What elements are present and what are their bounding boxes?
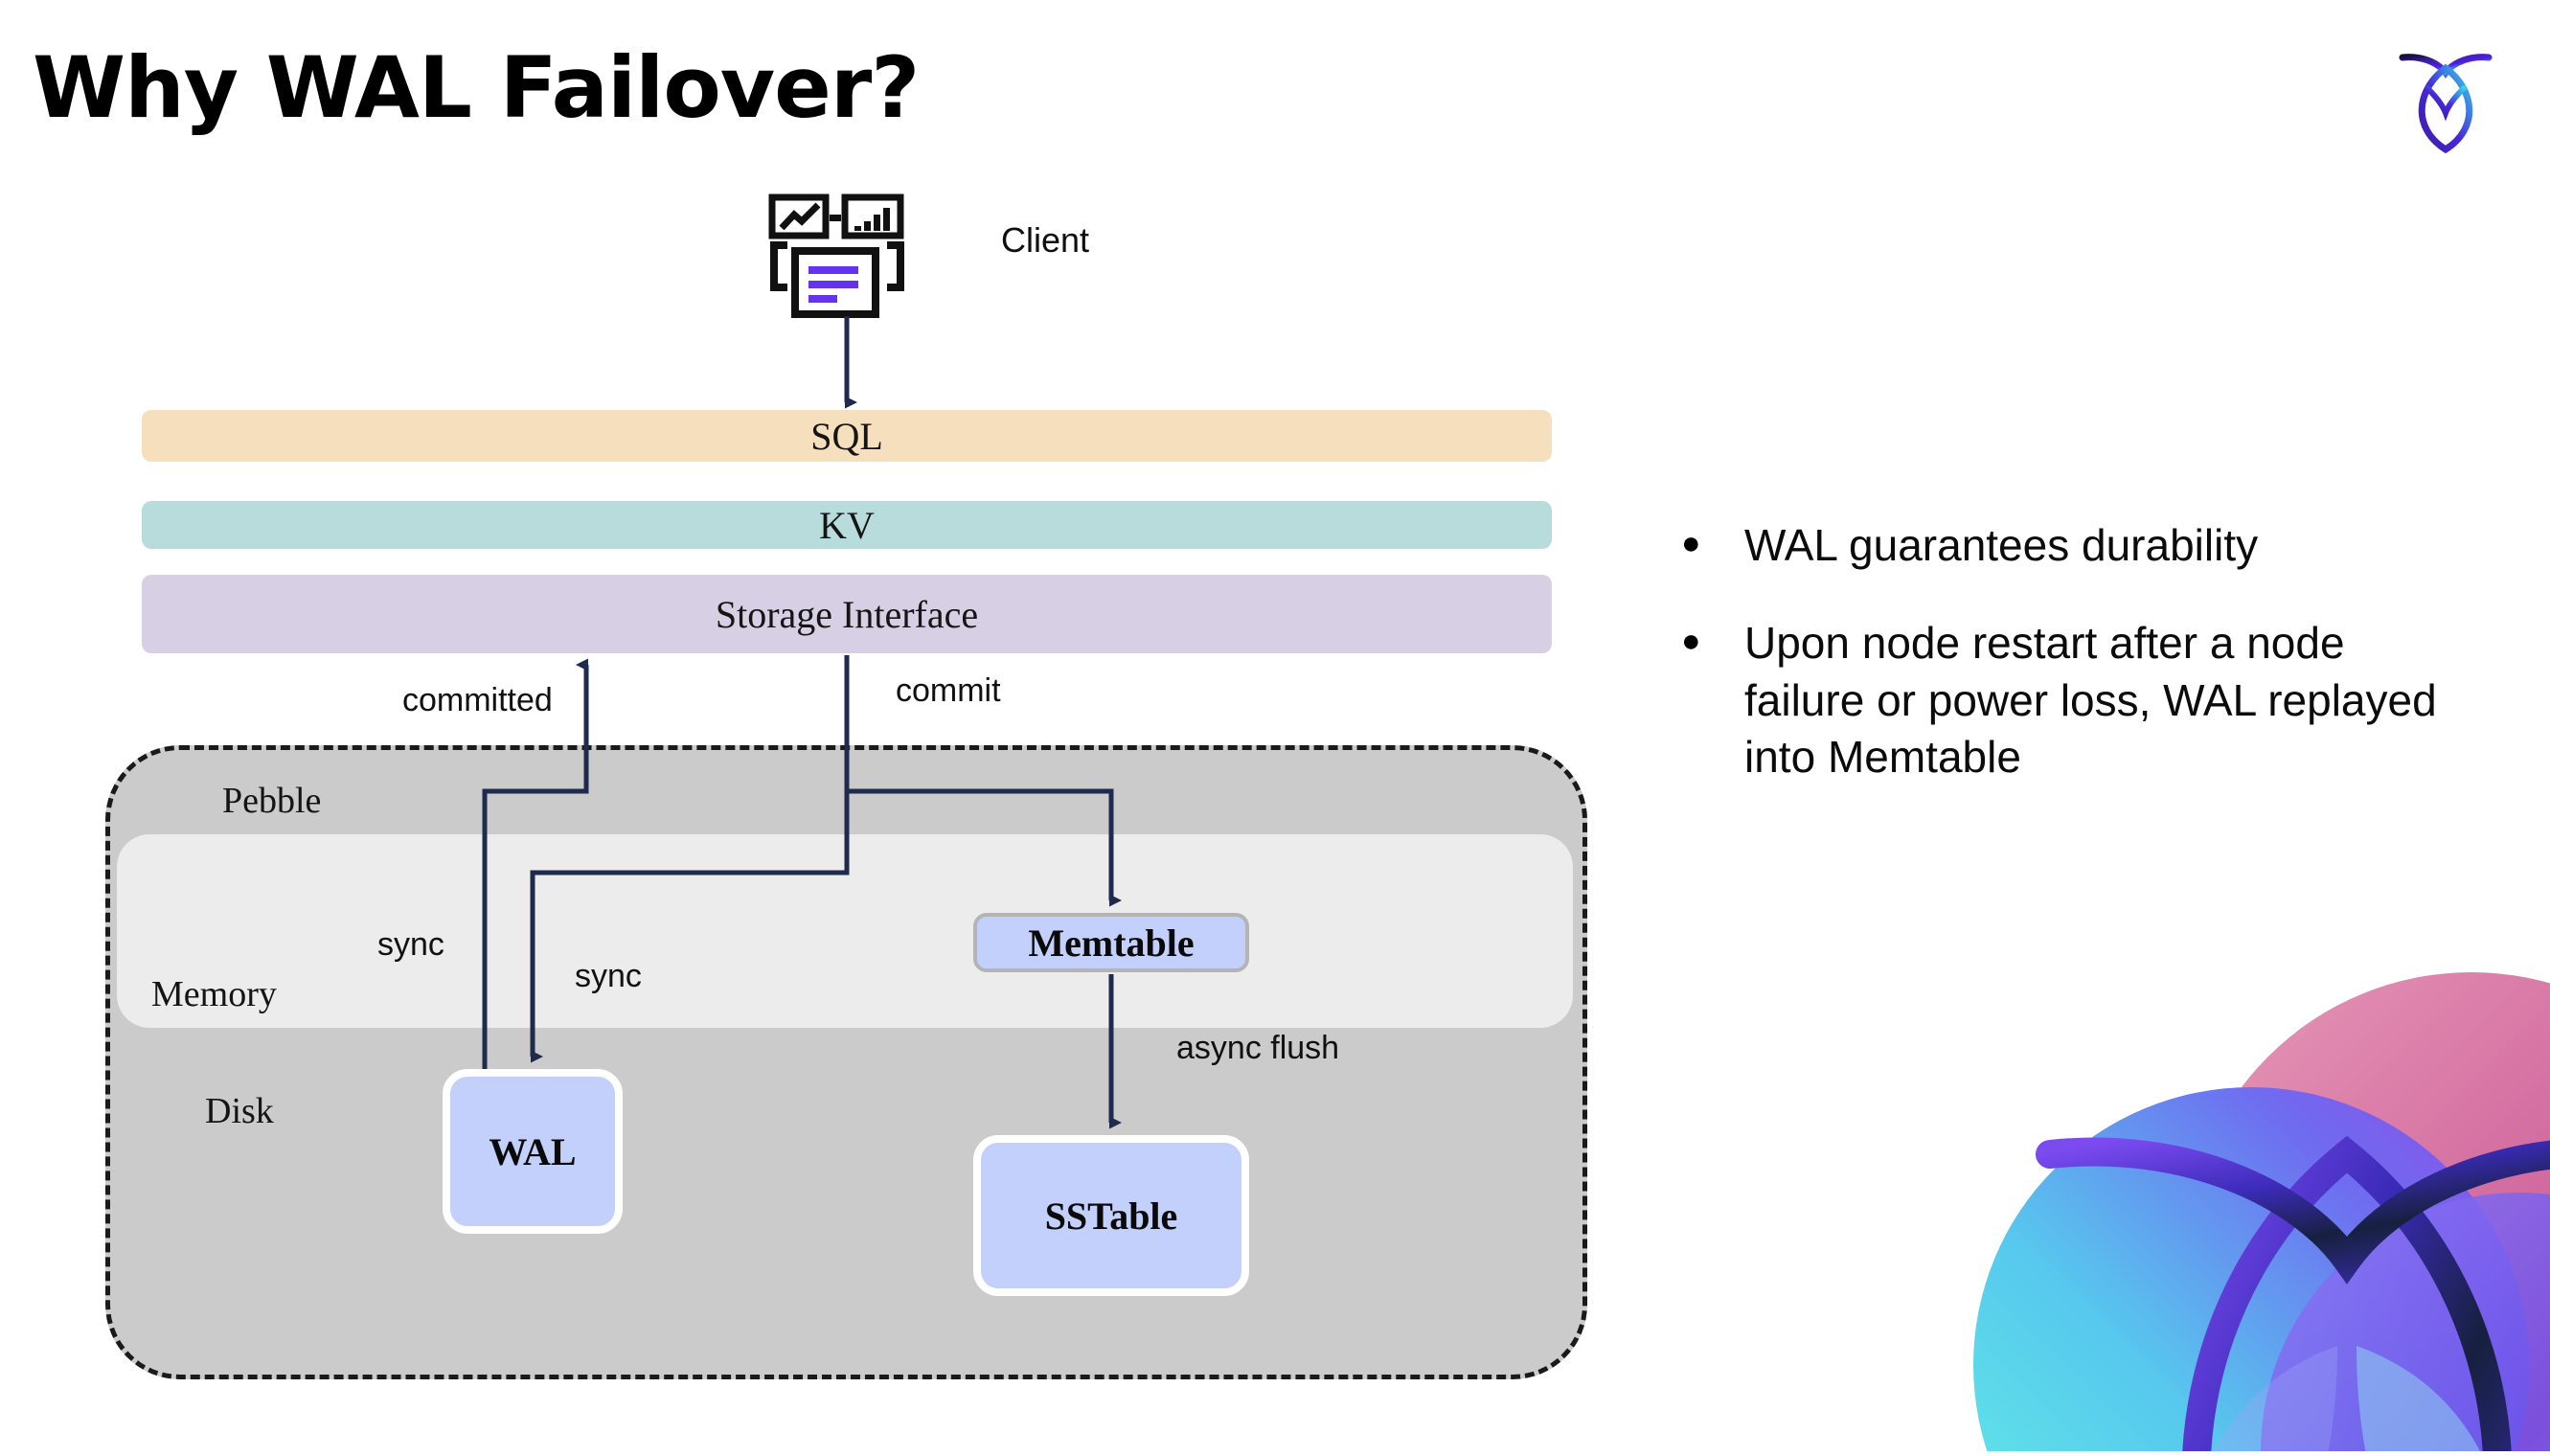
node-memtable[interactable]: Memtable	[973, 913, 1249, 972]
bullet-text: Upon node restart after a node failure o…	[1744, 617, 2437, 783]
layer-kv[interactable]: KV	[142, 501, 1552, 549]
disk-label: Disk	[205, 1091, 274, 1131]
memory-label: Memory	[151, 974, 277, 1014]
bullet-marker: ●	[1681, 525, 1701, 561]
page-title: Why WAL Failover?	[33, 38, 920, 137]
bullet-list: ● WAL guarantees durability ● Upon node …	[1681, 517, 2467, 827]
edge-label-sync-a: sync	[377, 926, 444, 963]
list-item: ● WAL guarantees durability	[1681, 517, 2467, 575]
edge-label-async-flush: async flush	[1176, 1030, 1340, 1066]
pebble-label: Pebble	[222, 781, 322, 821]
architecture-diagram: Client SQL KV Storage Interface Pebble M…	[105, 192, 1587, 1379]
diagram-edges	[482, 316, 1122, 1129]
client-label: Client	[1001, 220, 1090, 260]
node-sstable[interactable]: SSTable	[973, 1135, 1249, 1296]
cockroach-labs-logo-icon	[2383, 36, 2508, 166]
edge-label-sync-b: sync	[575, 958, 642, 994]
bullet-text: WAL guarantees durability	[1744, 520, 2259, 570]
node-wal[interactable]: WAL	[443, 1069, 623, 1234]
list-item: ● Upon node restart after a node failure…	[1681, 615, 2467, 786]
bullet-marker: ●	[1681, 622, 1701, 659]
client-dashboard-icon	[766, 192, 920, 326]
layer-sql[interactable]: SQL	[142, 410, 1552, 462]
edge-label-committed: committed	[402, 682, 553, 718]
edge-label-commit: commit	[896, 672, 1001, 709]
layer-storage-interface[interactable]: Storage Interface	[142, 575, 1552, 653]
decorative-brand-watermark	[1935, 915, 2550, 1451]
